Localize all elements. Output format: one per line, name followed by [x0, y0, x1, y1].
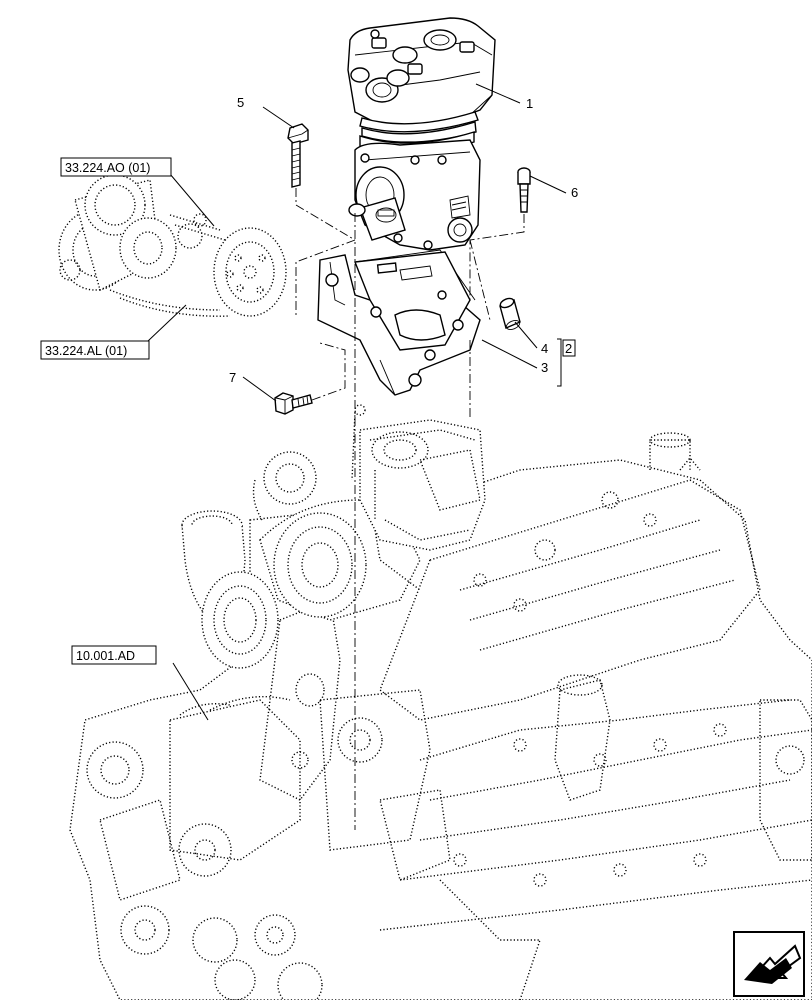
ref-belt[interactable]: 33.224.AL (01)	[45, 344, 127, 358]
sleeve-4-part	[499, 297, 521, 330]
callout-5: 5	[237, 95, 244, 110]
reference-labels[interactable]: 33.224.AO (01) 33.224.AL (01) 10.001.AD	[40, 157, 172, 665]
callout-2: 2	[565, 341, 572, 356]
air-compressor-part	[347, 17, 496, 251]
assembly-centerlines	[295, 188, 525, 830]
ref-box-belt-drive[interactable]	[60, 157, 172, 177]
arrow-icon[interactable]	[733, 931, 805, 997]
bolt-5-part	[287, 123, 309, 188]
belt-drive-illustration	[58, 174, 287, 317]
bolt-7-part	[274, 392, 313, 415]
leader-lines	[147, 83, 567, 721]
installed-compressor-illustration	[351, 404, 486, 551]
callout-6: 6	[571, 185, 578, 200]
bracket-3-part	[317, 249, 481, 396]
callout-2-box	[562, 339, 576, 357]
callout-1: 1	[526, 96, 533, 111]
bolt-6-part	[517, 167, 531, 213]
ref-box-belt[interactable]	[40, 340, 150, 360]
callouts: 1 5 6 7 4 3 2	[229, 95, 578, 385]
ref-box-engine[interactable]	[71, 645, 157, 665]
callout-4: 4	[541, 341, 548, 356]
ref-belt-drive[interactable]: 33.224.AO (01)	[65, 161, 150, 175]
callout-7: 7	[229, 370, 236, 385]
ref-engine[interactable]: 10.001.AD	[76, 649, 135, 663]
callout-3: 3	[541, 360, 548, 375]
